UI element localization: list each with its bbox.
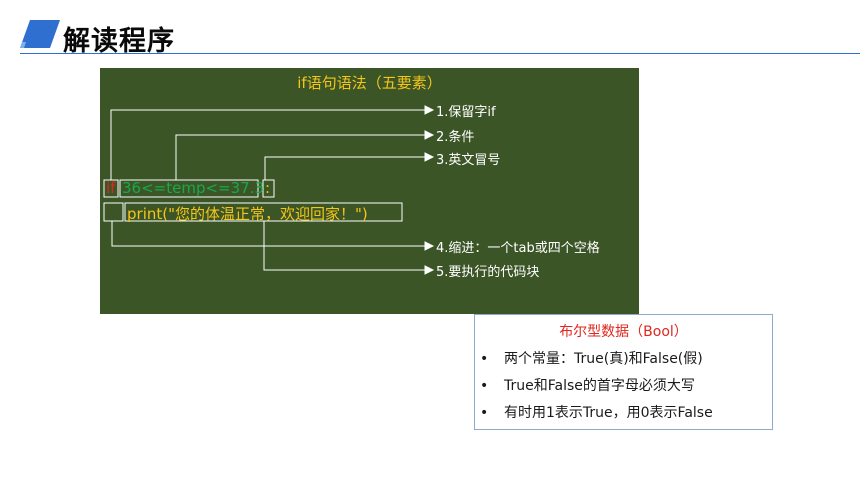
board-title: if语句语法（五要素） [297, 74, 442, 92]
syntax-board: if语句语法（五要素） [100, 68, 639, 314]
bool-list-item: • 两个常量：True(真)和False(假) [480, 348, 703, 368]
callout-label-2: 2.条件 [436, 130, 475, 145]
bullet-icon: • [480, 378, 489, 394]
bool-item-text: True和False的首字母必须大写 [504, 378, 695, 394]
bullet-icon: • [480, 351, 489, 367]
callout-label-5: 5.要执行的代码块 [436, 265, 540, 280]
colon-box [262, 179, 275, 198]
code-keyword-if: if [106, 179, 116, 197]
bullet-icon: • [480, 405, 489, 421]
bool-info-box: 布尔型数据（Bool） • 两个常量：True(真)和False(假) • True… [474, 314, 773, 430]
condition-box [119, 179, 259, 198]
callout-line-3 [264, 156, 425, 180]
code-condition: 36<=temp<=37.3 [122, 179, 265, 197]
callout-line-2 [175, 134, 425, 180]
annotation-lines [103, 105, 435, 275]
callout-label-3: 3.英文冒号 [436, 153, 501, 168]
callout-line-5 [263, 221, 425, 271]
slide-header-icon [20, 20, 60, 48]
indent-box [103, 202, 124, 222]
header: 解读程序 [20, 12, 860, 57]
callout-line-4 [111, 221, 425, 247]
page-title: 解读程序 [63, 26, 175, 57]
code-print-statement: print("您的体温正常，欢迎回家！") [127, 205, 368, 223]
bool-box-title: 布尔型数据（Bool） [559, 324, 688, 340]
code-colon: : [265, 179, 271, 197]
bool-item-text: 有时用1表示True，用0表示False [504, 405, 713, 421]
callout-line-1 [110, 109, 425, 180]
bool-list-item: • 有时用1表示True，用0表示False [480, 402, 713, 422]
callout-label-1: 1.保留字if [436, 105, 496, 120]
callout-label-4: 4.缩进：一个tab或四个空格 [436, 241, 600, 256]
title-underline [20, 53, 860, 54]
bool-item-text: 两个常量：True(真)和False(假) [504, 351, 703, 367]
bool-list-item: • True和False的首字母必须大写 [480, 375, 695, 395]
